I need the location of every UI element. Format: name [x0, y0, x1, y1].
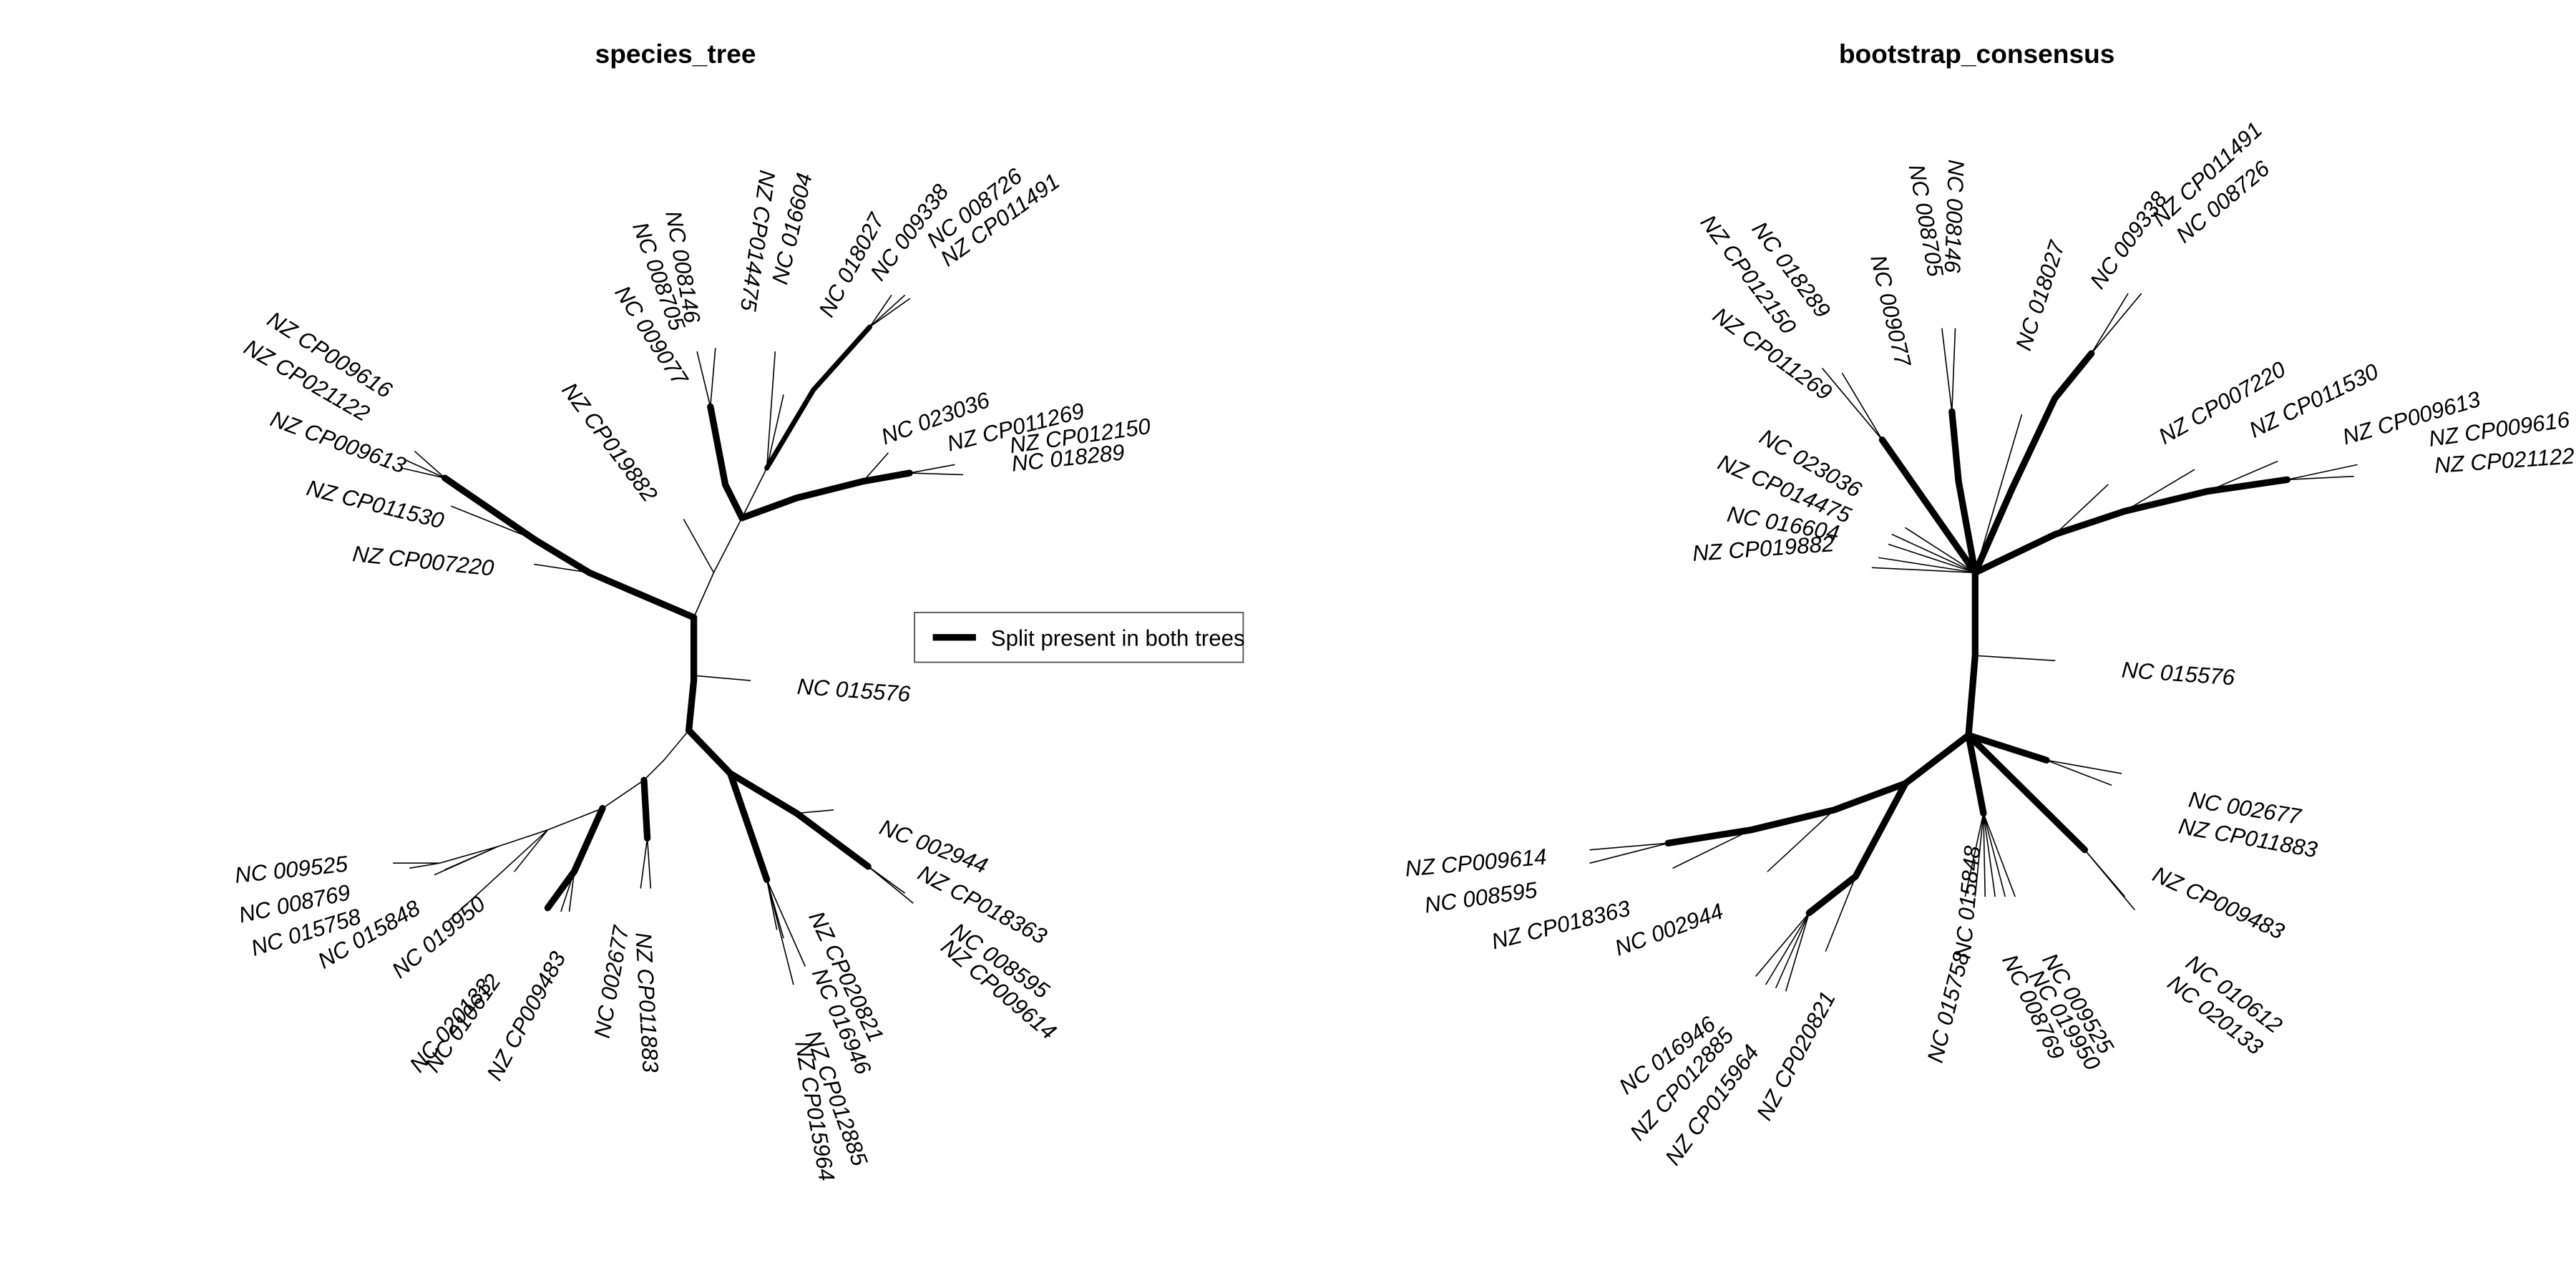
tree-branch: [766, 879, 806, 985]
leaf-label: NZ CP007220: [351, 541, 495, 581]
leaf-label: NZ CP014475: [736, 169, 780, 313]
leaf-label: NZ CP011883: [630, 932, 663, 1073]
tree-branch: [693, 675, 751, 681]
tree-branch: [2090, 293, 2142, 354]
tree-branch: [1822, 368, 1883, 441]
leaf-label: NC 002677: [590, 923, 634, 1040]
leaf-label: NC 015576: [2121, 657, 2236, 690]
tree-branch: [726, 770, 771, 884]
tree-branch: [869, 295, 910, 328]
tree-branch: [1755, 875, 1857, 992]
tree-branch: [1971, 476, 2291, 576]
tree-branch: [766, 351, 784, 469]
tree-branch: [693, 517, 743, 618]
leaf-label: NZ CP009613: [267, 406, 409, 479]
tree-branch: [392, 829, 549, 922]
tree-branch: [796, 809, 914, 904]
leaf-label: NC 008595: [1423, 877, 1539, 918]
tree-branch: [1878, 436, 1979, 576]
leaf-label: NZ CP020821: [1752, 987, 1840, 1125]
legend: Split present in both trees: [914, 612, 1245, 663]
tree-branch: [1971, 350, 2095, 576]
tree-branch: [1941, 328, 1956, 413]
leaf-label: NC 015576: [796, 674, 912, 707]
leaf-label: NC 015848: [1950, 844, 1985, 960]
tree-branch: [441, 474, 698, 621]
tree-branch: [544, 805, 606, 912]
tree-branch: [2046, 759, 2122, 786]
tree-branch: [643, 729, 690, 781]
legend-label: Split present in both trees: [991, 625, 1245, 650]
tree-branch: [683, 519, 715, 574]
tree-branch: [2054, 461, 2358, 535]
tree-branch: [640, 837, 652, 889]
tree-branch: [1974, 414, 2023, 574]
tree-branch: [1948, 408, 1979, 576]
tree-branch: [1965, 569, 1979, 739]
tree-branch: [764, 324, 872, 471]
tree-branch: [738, 469, 913, 522]
species-tree: [392, 295, 964, 985]
bootstrap-consensus-title: bootstrap_consensus: [1839, 39, 2115, 69]
tree-branch: [1965, 731, 2089, 854]
tree-branch: [547, 870, 575, 912]
tree-branch: [1664, 780, 1909, 847]
tree-branch: [726, 770, 872, 870]
leaf-label: NZ CP009614: [1404, 844, 1548, 882]
tree-branch: [1965, 731, 2050, 764]
tree-branch: [1964, 812, 2016, 897]
leaf-label: NZ CP019882: [1692, 531, 1835, 566]
tree-branch: [685, 726, 734, 777]
leaf-label: NZ CP009483: [2149, 862, 2288, 945]
bootstrap-consensus-tree: [1589, 293, 2358, 992]
tree-branch: [1965, 731, 1987, 817]
leaf-label: NC 018027: [2011, 237, 2070, 353]
tree-branch: [741, 467, 768, 519]
leaf-label: NC 008146: [1940, 159, 1969, 273]
tree-branch: [1974, 655, 2056, 662]
tree-branch: [696, 348, 716, 408]
species-tree-title: species_tree: [595, 39, 756, 69]
leaf-label: NC 009077: [1865, 253, 1916, 370]
tree-branch: [1871, 527, 1976, 574]
tree-branch: [2084, 849, 2135, 910]
tree-branch: [401, 451, 590, 574]
tree-branch: [1589, 809, 1835, 872]
leaf-label: NZ CP009483: [482, 947, 570, 1085]
tree-branch: [862, 452, 964, 482]
leaf-label: NC 015758: [1923, 949, 1974, 1065]
tree-branch: [707, 403, 746, 522]
leaf-label: NZ CP019882: [557, 378, 662, 506]
tree-branch: [1902, 731, 1972, 787]
leaf-label: NZ CP021122: [2434, 443, 2575, 478]
tree-branch: [685, 614, 698, 734]
tree-branch: [640, 776, 651, 842]
leaf-label: NZ CP011530: [304, 475, 447, 534]
